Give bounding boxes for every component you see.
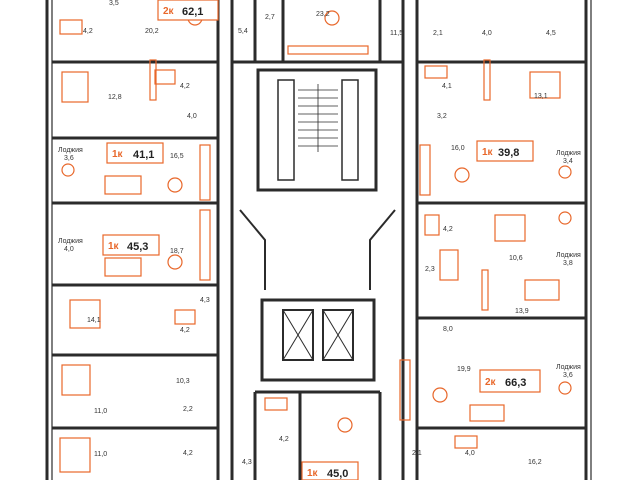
room-area: 2,1	[412, 450, 422, 457]
apartment-area: 45,0	[327, 468, 348, 480]
room-area: 2,2	[183, 406, 193, 413]
room-area: 19,9	[457, 366, 471, 373]
apartment-type: 1к	[307, 468, 319, 479]
loggia-label: Лоджия	[556, 364, 581, 371]
room-area: 2,3	[425, 266, 435, 273]
apartment-badge[interactable]: 2к 62,1	[157, 0, 219, 21]
apartment-type: 1к	[108, 241, 120, 252]
room-area: 4,2	[180, 327, 190, 334]
apartment-area: 41,1	[133, 149, 154, 161]
elevator-shafts	[260, 298, 376, 382]
loggia-area: 3,4	[563, 158, 573, 165]
apartment-badge[interactable]: 1к 39,8	[476, 140, 534, 162]
room-area: 11,0	[94, 408, 107, 415]
room-area: 16,0	[451, 145, 465, 152]
loggia-area: 3,8	[563, 260, 573, 267]
apartment-type: 1к	[112, 149, 124, 160]
room-area: 4,2	[183, 450, 193, 457]
apartment-badge[interactable]: 2к 66,3	[479, 369, 541, 393]
apartment-area: 66,3	[505, 377, 526, 389]
apartment-area: 45,3	[127, 241, 148, 253]
loggia-label: Лоджия	[556, 150, 581, 157]
apartment-badges: 2к 62,1 1к 41,1 1к 45,3 1к 39,8 2к 66,3 …	[102, 0, 541, 480]
room-area: 4,0	[482, 30, 492, 37]
apartment-badge[interactable]: 1к 41,1	[106, 142, 164, 164]
room-area: 2,7	[265, 14, 275, 21]
apartment-type: 2к	[163, 6, 175, 17]
stair-core	[256, 68, 378, 192]
apartment-area: 39,8	[498, 147, 519, 159]
apartment-type: 2к	[485, 377, 497, 388]
apartment-type: 1к	[482, 147, 494, 158]
room-area: 4,1	[442, 83, 452, 90]
loggia-labels: Лоджия 3,6 Лоджия 4,0 Лоджия 3,4 Лоджия …	[58, 147, 581, 379]
loggia-label: Лоджия	[556, 252, 581, 259]
room-area: 3,5	[109, 0, 119, 7]
room-area: 4,0	[187, 113, 197, 120]
room-area: 11,0	[94, 451, 107, 458]
room-area: 23,2	[316, 11, 330, 18]
room-area: 11,5	[390, 30, 403, 37]
room-area: 3,2	[437, 113, 447, 120]
room-area: 5,4	[238, 28, 248, 35]
apartment-badge[interactable]: 1к 45,3	[102, 234, 160, 256]
room-area: 16,2	[528, 459, 542, 466]
room-area: 10,6	[509, 255, 523, 262]
room-area: 4,2	[83, 28, 93, 35]
walls	[45, 0, 592, 480]
loggia-area: 4,0	[64, 246, 74, 253]
room-area: 4,2	[180, 83, 190, 90]
room-area: 14,1	[87, 317, 101, 324]
room-area: 4,2	[443, 226, 453, 233]
furniture	[59, 10, 572, 473]
apartment-badge[interactable]: 1к 45,0	[301, 461, 359, 480]
room-area: 4,2	[279, 436, 289, 443]
loggia-area: 3,6	[64, 155, 74, 162]
apartment-area: 62,1	[182, 6, 203, 18]
loggia-label: Лоджия	[58, 147, 83, 154]
loggia-label: Лоджия	[58, 238, 83, 245]
room-area: 18,7	[170, 248, 184, 255]
room-area: 12,8	[108, 94, 122, 101]
room-area: 13,1	[534, 93, 548, 100]
room-area: 2,1	[433, 30, 443, 37]
room-area: 16,5	[170, 153, 184, 160]
room-area-labels: 3,5 4,2 20,2 5,4 2,7 23,2 11,5 2,1 4,0 4…	[83, 0, 556, 466]
room-area: 8,0	[443, 326, 453, 333]
room-area: 4,5	[546, 30, 556, 37]
room-area: 4,0	[465, 450, 475, 457]
room-area: 10,3	[176, 378, 190, 385]
room-area: 4,3	[242, 459, 252, 466]
loggia-area: 3,6	[563, 372, 573, 379]
room-area: 20,2	[145, 28, 159, 35]
room-area: 13,9	[515, 308, 529, 315]
room-area: 4,3	[200, 297, 210, 304]
corridor	[239, 209, 396, 290]
